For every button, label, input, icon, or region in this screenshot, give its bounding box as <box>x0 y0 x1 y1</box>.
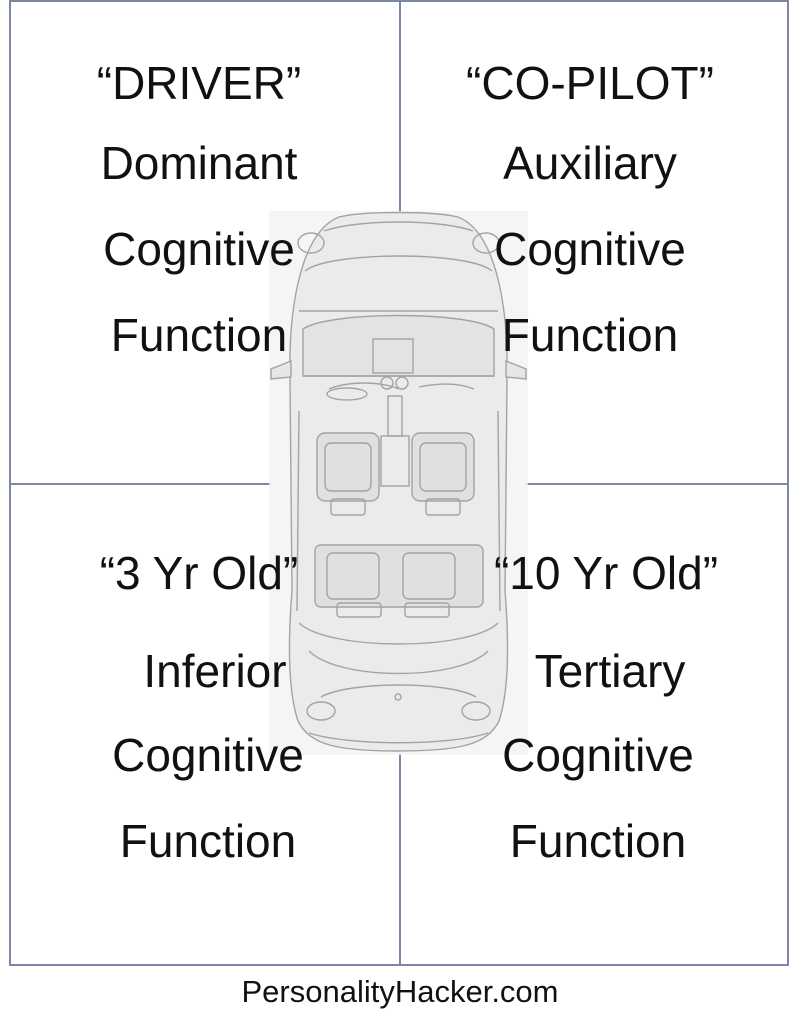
ten-yr-old-title: “10 Yr Old” <box>493 547 719 599</box>
three-yr-old-line-cognitive: Cognitive <box>112 729 304 781</box>
horizontal-divider-right <box>526 483 789 485</box>
vertical-divider-top <box>399 0 401 213</box>
co-pilot-line-cognitive: Cognitive <box>494 223 686 275</box>
co-pilot-line-auxiliary: Auxiliary <box>503 137 677 189</box>
ten-yr-old-line-tertiary: Tertiary <box>534 645 686 697</box>
three-yr-old-line-inferior: Inferior <box>143 645 287 697</box>
site-credit: PersonalityHacker.com <box>241 974 559 1009</box>
driver-line-function: Function <box>110 309 288 361</box>
ten-yr-old-line-cognitive: Cognitive <box>502 729 694 781</box>
three-yr-old-line-function: Function <box>119 815 297 867</box>
car-top-view-icon <box>270 211 527 752</box>
driver-line-dominant: Dominant <box>100 137 298 189</box>
ten-yr-old-line-function: Function <box>509 815 687 867</box>
horizontal-divider-left <box>9 483 271 485</box>
driver-line-cognitive: Cognitive <box>103 223 295 275</box>
co-pilot-title: “CO-PILOT” <box>466 57 714 109</box>
co-pilot-line-function: Function <box>501 309 679 361</box>
driver-title: “DRIVER” <box>96 57 302 109</box>
vertical-divider-bottom <box>399 753 401 966</box>
three-yr-old-title: “3 Yr Old” <box>99 547 299 599</box>
